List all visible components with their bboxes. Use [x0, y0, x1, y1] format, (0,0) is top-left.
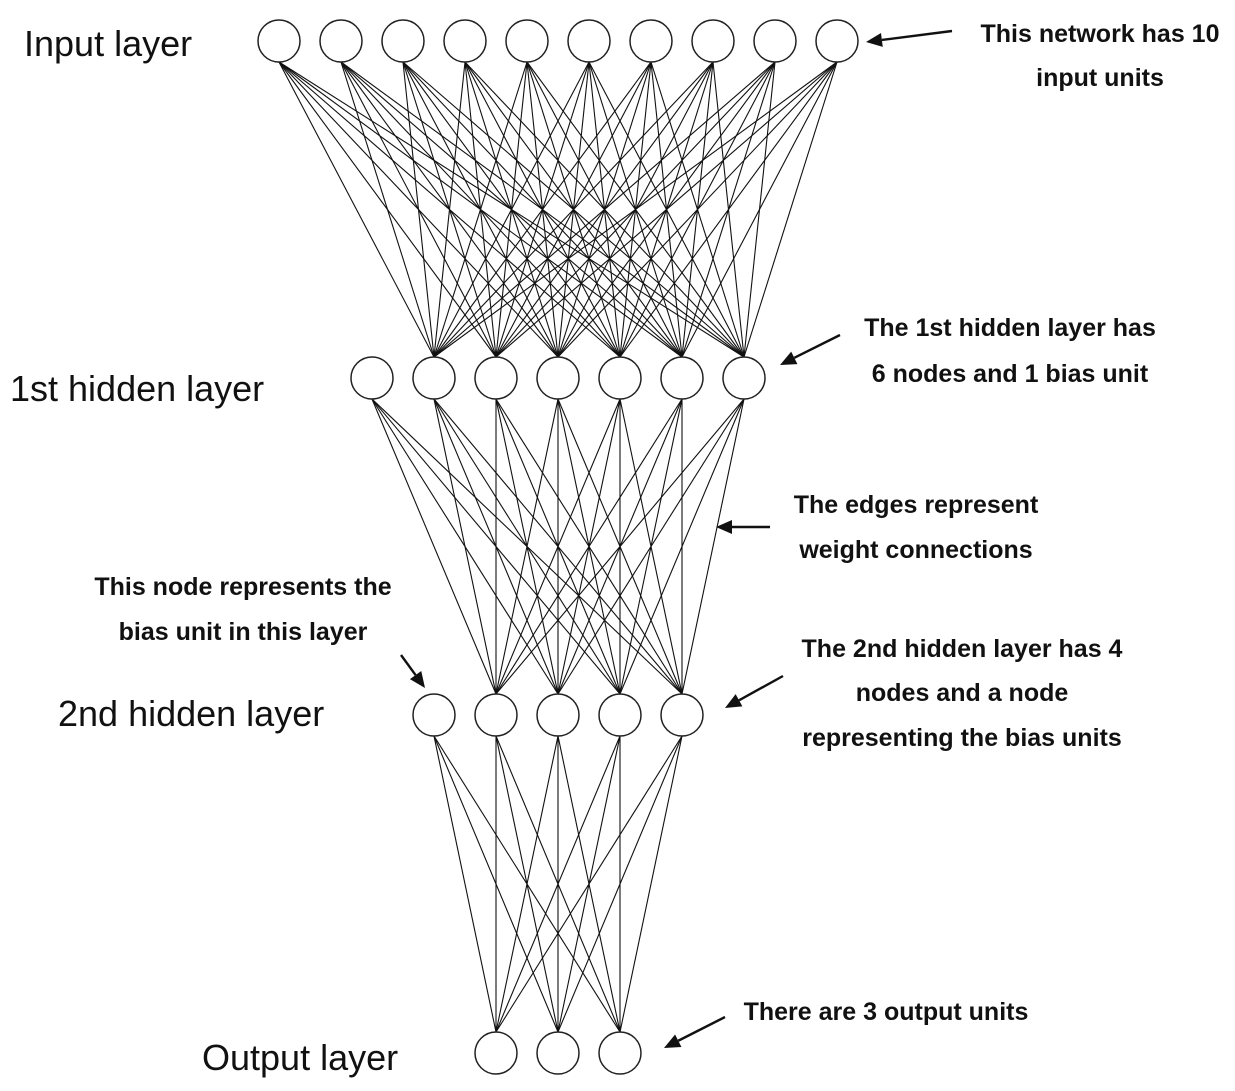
- node-output-2: [598, 1031, 642, 1075]
- bias-node-hidden2-0: [412, 693, 456, 737]
- node-input-7: [691, 19, 735, 63]
- callout-bias-line-2: bias unit in this layer: [119, 618, 368, 646]
- edge-input-4-to-hidden1: [433, 61, 528, 358]
- node-input-5: [567, 19, 611, 63]
- node-output-0: [474, 1031, 518, 1075]
- callout-hidden1-line-1: The 1st hidden layer has: [864, 314, 1156, 342]
- arrow-output: [664, 1015, 726, 1048]
- output-layer-label: Output layer: [202, 1037, 398, 1078]
- callout-input-units-line-2: input units: [1036, 64, 1164, 92]
- node-input-6: [629, 19, 673, 63]
- arrow-hidden2: [725, 674, 784, 708]
- node-hidden1-6: [722, 356, 766, 400]
- hidden2-layer-label: 2nd hidden layer: [58, 693, 324, 734]
- edge-input-9-to-hidden1: [681, 61, 838, 358]
- node-input-9: [815, 19, 859, 63]
- callout-hidden1-line-2: 6 nodes and 1 bias unit: [872, 360, 1149, 388]
- node-input-3: [443, 19, 487, 63]
- edge-input-1-to-hidden1: [340, 61, 435, 358]
- node-input-4: [505, 19, 549, 63]
- edge-hidden2-4-to-output: [619, 735, 683, 1033]
- edge-hidden2-2-to-output: [495, 735, 559, 1033]
- node-output-1: [536, 1031, 580, 1075]
- node-input-0: [257, 19, 301, 63]
- network-nodes: [257, 19, 859, 1075]
- node-hidden1-3: [536, 356, 580, 400]
- callout-edges-line-1: The edges represent: [794, 491, 1039, 519]
- callout-output-line-1: There are 3 output units: [744, 998, 1029, 1026]
- callout-bias-line-1: This node represents the: [94, 573, 391, 601]
- edge-hidden1-6-to-hidden2: [557, 398, 745, 695]
- edge-hidden1-1-to-hidden2: [433, 398, 497, 695]
- callout-arrows: [400, 29, 953, 1048]
- callouts: This network has 10 input units The 1st …: [94, 20, 1219, 1026]
- edge-hidden2-4-to-output: [557, 735, 683, 1033]
- hidden1-layer-label: 1st hidden layer: [10, 368, 264, 409]
- edge-input-3-to-hidden1: [433, 61, 466, 358]
- edge-input-9-to-hidden1: [557, 61, 838, 358]
- node-hidden1-2: [474, 356, 518, 400]
- bias-node-hidden1-0: [350, 356, 394, 400]
- arrow-hidden1: [780, 333, 841, 365]
- edge-hidden1-6-to-hidden2: [495, 398, 745, 695]
- node-hidden1-4: [598, 356, 642, 400]
- edge-input-5-to-hidden1: [433, 61, 590, 358]
- node-hidden2-4: [660, 693, 704, 737]
- edge-hidden1-4-to-hidden2: [495, 398, 621, 695]
- edge-input-6-to-hidden1: [433, 61, 652, 358]
- edge-input-0-to-hidden1: [278, 61, 435, 358]
- callout-input-units-line-1: This network has 10: [981, 20, 1220, 48]
- edge-hidden1-6-to-hidden2: [681, 398, 745, 695]
- edge-hidden2-3-to-output: [495, 735, 621, 1033]
- edge-input-2-to-hidden1: [402, 61, 435, 358]
- node-hidden2-3: [598, 693, 642, 737]
- edge-hidden2-4-to-output: [495, 735, 683, 1033]
- edge-hidden2-0-to-output: [433, 735, 497, 1033]
- edge-input-9-to-hidden1: [743, 61, 838, 358]
- edge-hidden1-3-to-hidden2: [495, 398, 559, 695]
- callout-hidden2-line-2: nodes and a node: [856, 679, 1069, 707]
- input-layer-label: Input layer: [24, 23, 192, 64]
- node-input-2: [381, 19, 425, 63]
- edge-input-9-to-hidden1: [619, 61, 838, 358]
- edge-hidden1-5-to-hidden2: [495, 398, 683, 695]
- callout-edges-line-2: weight connections: [798, 536, 1032, 564]
- weight-edges: [278, 61, 838, 1033]
- edge-input-8-to-hidden1: [433, 61, 776, 358]
- arrow-bias: [400, 654, 425, 688]
- node-hidden1-5: [660, 356, 704, 400]
- arrow-input-units: [866, 29, 953, 47]
- node-hidden2-2: [536, 693, 580, 737]
- node-hidden1-1: [412, 356, 456, 400]
- arrow-edges: [716, 520, 770, 534]
- edge-input-9-to-hidden1: [433, 61, 838, 358]
- node-input-8: [753, 19, 797, 63]
- node-hidden2-1: [474, 693, 518, 737]
- edge-hidden1-0-to-hidden2: [371, 398, 497, 695]
- layer-labels: Input layer 1st hidden layer 2nd hidden …: [10, 23, 398, 1078]
- edge-input-7-to-hidden1: [433, 61, 714, 358]
- callout-hidden2-line-1: The 2nd hidden layer has 4: [802, 635, 1123, 663]
- node-input-1: [319, 19, 363, 63]
- edge-hidden1-6-to-hidden2: [619, 398, 745, 695]
- callout-hidden2-line-3: representing the bias units: [802, 724, 1122, 752]
- edge-input-9-to-hidden1: [495, 61, 838, 358]
